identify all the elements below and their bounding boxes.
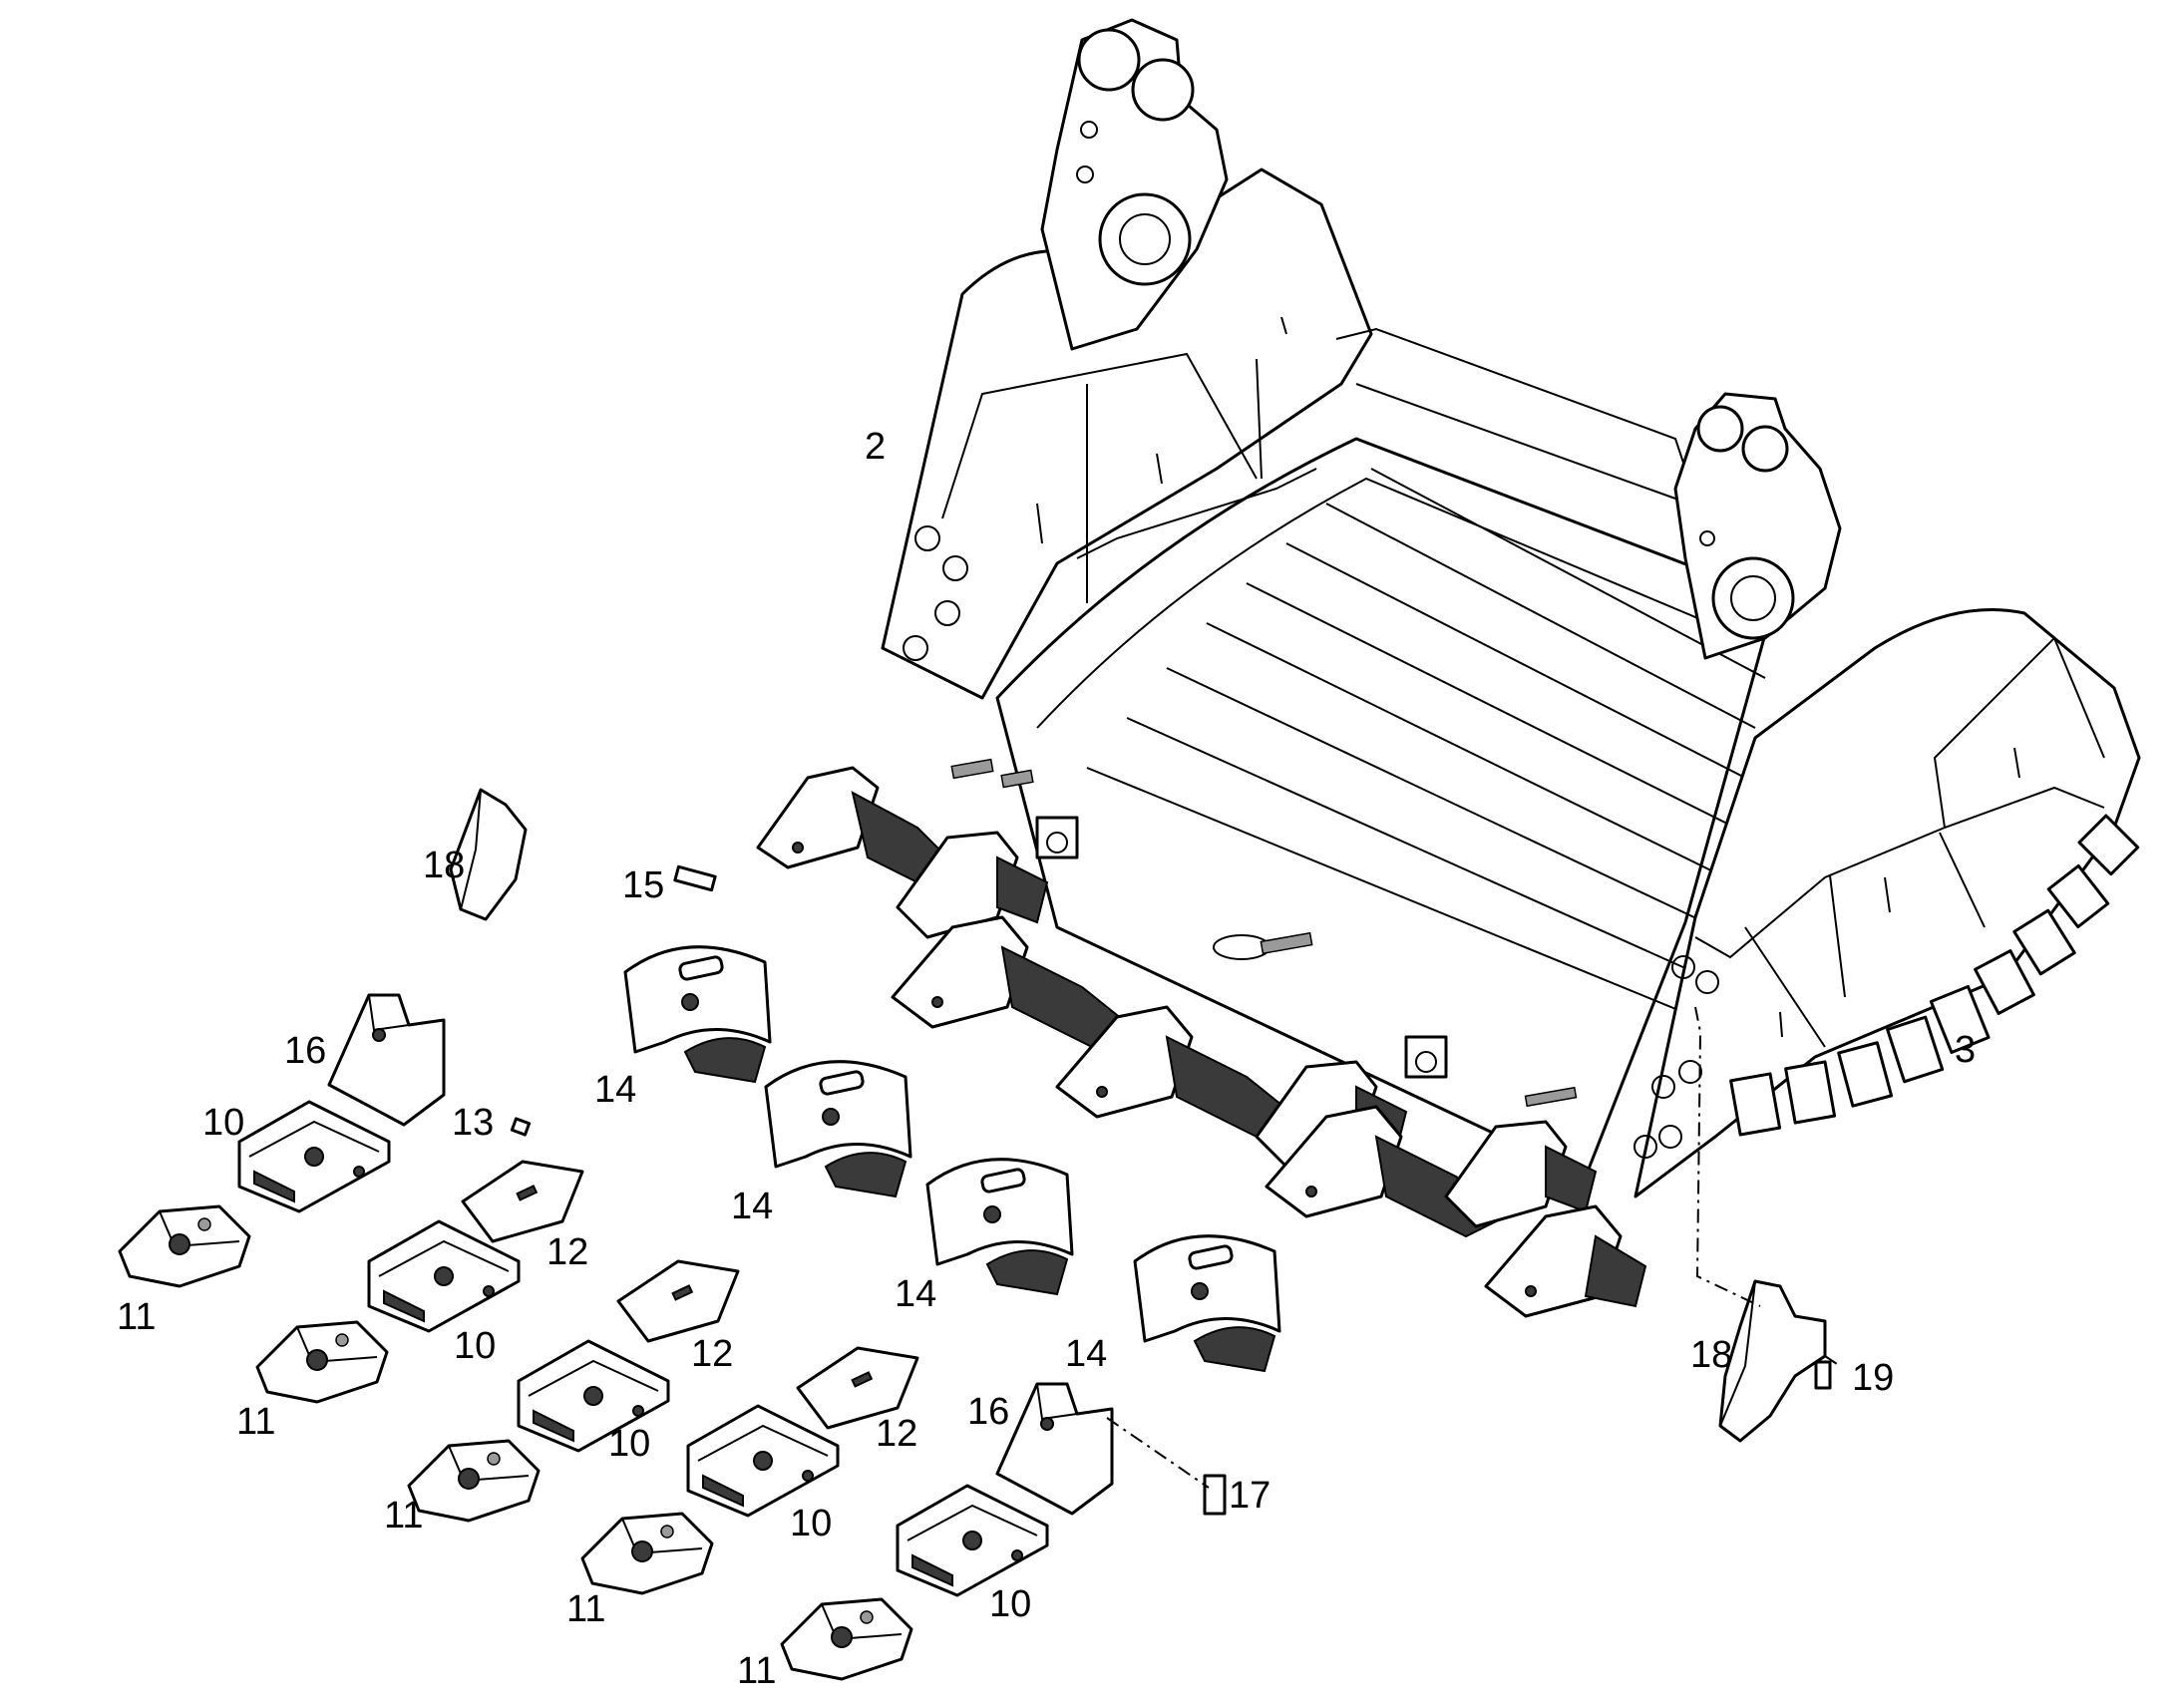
callout-11-e: 11: [737, 1650, 776, 1692]
callout-10-d: 10: [790, 1503, 832, 1544]
callout-11-d: 11: [566, 1588, 605, 1630]
callout-12-c: 12: [876, 1413, 917, 1455]
callout-18-right: 18: [1690, 1334, 1732, 1376]
callout-3: 3: [1955, 1029, 1976, 1071]
callout-19: 19: [1852, 1357, 1894, 1399]
part-13-lock: [510, 1117, 532, 1137]
callout-12-b: 12: [691, 1333, 733, 1375]
callout-2: 2: [865, 426, 886, 468]
lip-adapters: [756, 766, 1647, 1318]
part-15-pin: [673, 864, 717, 892]
callout-17: 17: [1229, 1475, 1271, 1517]
callout-14-c: 14: [895, 1273, 936, 1315]
side-wear-segments: [1729, 814, 2140, 1137]
callout-11-b: 11: [236, 1401, 275, 1443]
callout-12-a: 12: [546, 1231, 588, 1273]
callout-18-left: 18: [423, 845, 465, 886]
callout-14-a: 14: [594, 1069, 636, 1111]
part-16-side-shroud-right: [995, 1382, 1114, 1516]
part-19-lock: [1814, 1360, 1832, 1390]
callout-11-a: 11: [117, 1296, 156, 1338]
callout-10-e: 10: [989, 1583, 1031, 1625]
callout-16-right: 16: [967, 1391, 1009, 1433]
part-16-side-shroud-left: [327, 993, 446, 1127]
callout-10-b: 10: [454, 1325, 496, 1367]
part-18-right-side-cutter: [1718, 1279, 1827, 1443]
bucket-body: [881, 18, 2141, 1198]
callout-10-a: 10: [202, 1102, 244, 1144]
part-17-lock: [1203, 1474, 1227, 1516]
leader-lines: [1106, 1006, 1841, 1489]
callout-14-d: 14: [1065, 1333, 1107, 1375]
callout-10-c: 10: [608, 1423, 650, 1465]
callout-14-b: 14: [731, 1186, 773, 1227]
callout-15: 15: [622, 864, 664, 906]
callout-13: 13: [452, 1102, 494, 1144]
callout-11-c: 11: [384, 1495, 423, 1537]
callout-16-left: 16: [284, 1030, 326, 1072]
